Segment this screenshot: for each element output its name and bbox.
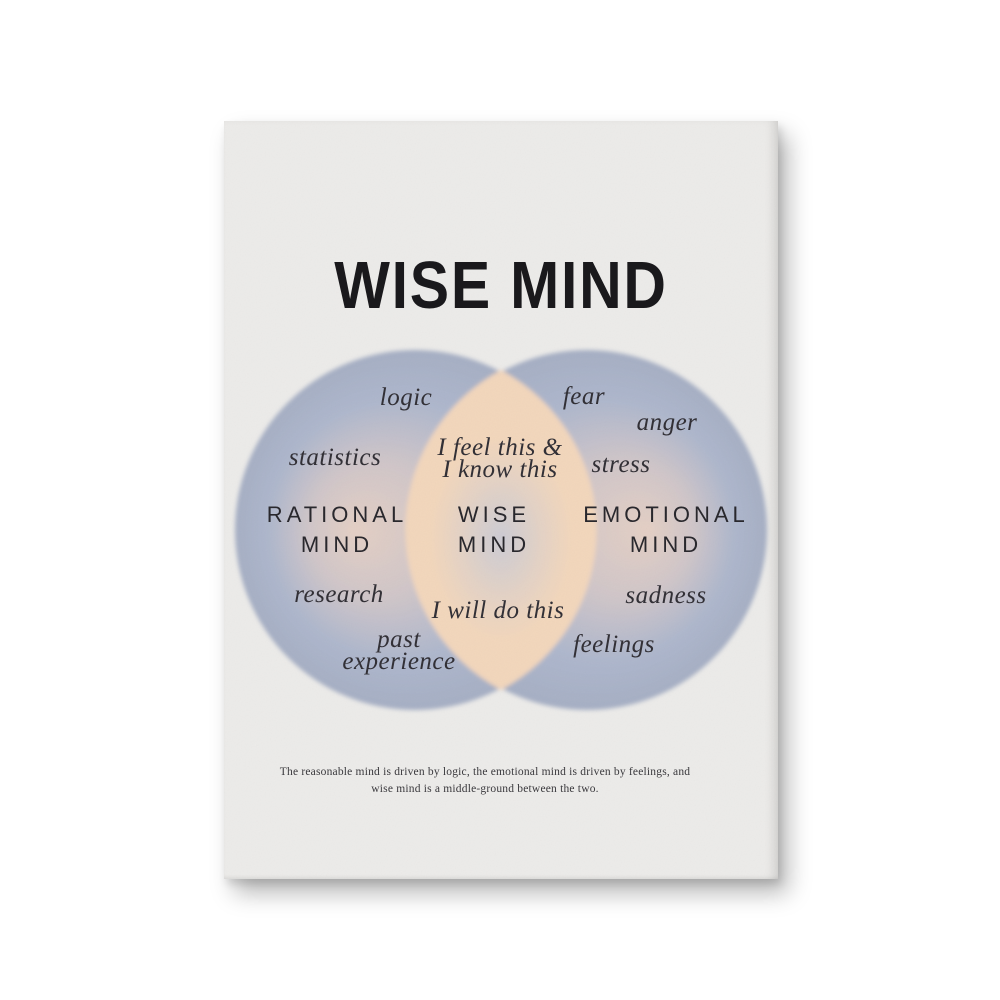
label-logic: logic [379, 384, 433, 411]
label-emotional-mind: EMOTIONAL MIND [583, 502, 749, 557]
label-wise-mind: WISE MIND [457, 502, 531, 557]
poster-caption: The reasonable mind is driven by logic, … [279, 766, 691, 795]
label-sadness: sadness [625, 582, 707, 609]
label-feelings: feelings [573, 631, 655, 658]
label-past-experience: past experience [342, 626, 456, 675]
label-statistics: statistics [288, 444, 382, 471]
label-rational-mind: RATIONAL MIND [266, 502, 408, 557]
paper-grain-texture [224, 121, 778, 879]
label-stress: stress [591, 451, 651, 478]
wise-mind-poster: WISE MIND logic statistics RATIONAL MIND… [224, 121, 778, 879]
poster-title: WISE MIND [334, 247, 668, 323]
label-i-feel-this-and-i-know-this: I feel this & I know this [437, 434, 563, 483]
label-i-will-do-this: I will do this [431, 597, 565, 624]
label-fear: fear [562, 383, 606, 410]
venn-diagram [224, 121, 778, 879]
label-research: research [294, 581, 384, 608]
label-anger: anger [636, 409, 698, 436]
